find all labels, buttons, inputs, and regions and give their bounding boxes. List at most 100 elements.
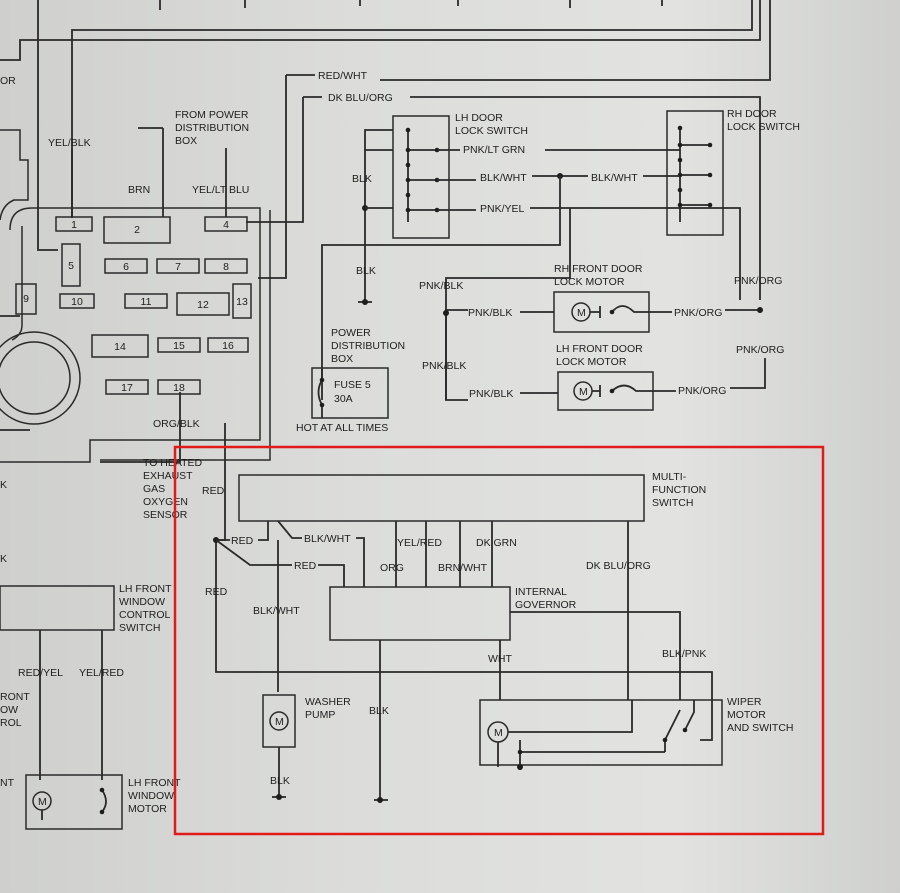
label-pdb-1: POWER [331, 327, 371, 339]
label-heated-2: EXHAUST [143, 470, 193, 482]
fuse-panel: 1 2 4 5 6 7 8 9 10 11 12 13 14 15 16 17 … [0, 127, 271, 463]
fuse-13 [232, 283, 252, 319]
svg-text:17: 17 [121, 382, 133, 394]
label-mfs-1: MULTI- [652, 471, 687, 483]
label-wiper-1: WIPER [727, 696, 762, 708]
label-red-d: RED [205, 586, 228, 598]
label-brn: BRN [128, 184, 150, 196]
label-wht: WHT [488, 653, 512, 665]
label-wiper-3: AND SWITCH [727, 722, 794, 734]
label-dk-grn: DK GRN [476, 537, 517, 549]
label-blk-pnk: BLK/PNK [662, 648, 706, 660]
svg-text:M: M [577, 307, 586, 319]
label-yel-lt-blu: YEL/LT BLU [192, 184, 249, 196]
label-org-blk: ORG/BLK [153, 418, 200, 430]
label-hot-at-all-times: HOT AT ALL TIMES [296, 422, 388, 434]
label-lh-motor-2: LOCK MOTOR [556, 356, 627, 368]
fuse-18 [157, 379, 201, 395]
label-lh-door-1: LH DOOR [455, 112, 503, 124]
svg-text:10: 10 [71, 296, 83, 308]
label-rh-motor-1: RH FRONT DOOR [554, 263, 643, 275]
label-gov-2: GOVERNOR [515, 599, 577, 611]
svg-text:M: M [579, 386, 588, 398]
label-from-pdb-2: DISTRIBUTION [175, 122, 249, 134]
label-red-a: RED [202, 485, 225, 497]
fuse-8 [204, 258, 248, 274]
rh-door-lock-switch [666, 110, 724, 236]
label-red-wht: RED/WHT [318, 70, 368, 82]
svg-text:7: 7 [175, 261, 181, 273]
label-yel-red-a: YEL/RED [397, 537, 442, 549]
lh-front-window-control: M [0, 585, 123, 830]
highlight-box [173, 445, 825, 836]
svg-text:M: M [275, 716, 284, 728]
fuse-17 [105, 379, 149, 395]
fuse-15 [157, 337, 201, 353]
label-yel-red-b: YEL/RED [79, 667, 124, 679]
wiper-circuit [213, 423, 713, 803]
fuse-10 [59, 293, 95, 309]
label-lhwm-2: WINDOW [128, 790, 174, 802]
fuse-5 [61, 243, 81, 287]
label-k-fragment-a: K [0, 479, 7, 491]
washer-pump: M [262, 694, 296, 800]
lh-door-lock-switch [392, 115, 450, 239]
label-heated-1: TO HEATED [143, 457, 203, 469]
label-mfs-3: SWITCH [652, 497, 693, 509]
svg-text:M: M [494, 727, 503, 739]
internal-governor [329, 586, 511, 641]
label-pnk-org-d: PNK/ORG [678, 385, 726, 397]
label-blk-c: BLK [369, 705, 389, 717]
fuse-7 [156, 258, 200, 274]
label-pnk-org-a: PNK/ORG [674, 307, 722, 319]
label-blk-wht-a: BLK/WHT [480, 172, 527, 184]
lh-front-door-lock-motor: M [443, 309, 766, 411]
label-dk-blu-org-top: DK BLU/ORG [328, 92, 393, 104]
label-lhwm-1: LH FRONT [128, 777, 181, 789]
label-lhwm-3: MOTOR [128, 803, 167, 815]
label-front-fragment-3: ROL [0, 717, 22, 729]
label-pnk-yel: PNK/YEL [480, 203, 525, 215]
svg-text:15: 15 [173, 340, 185, 352]
label-red-b: RED [231, 535, 254, 547]
label-lh-door-2: LOCK SWITCH [455, 125, 528, 137]
label-lhwin-1: LH FRONT [119, 583, 172, 595]
fuse-16 [207, 337, 249, 353]
label-fuse-30a: 30A [334, 393, 353, 405]
label-from-pdb-3: BOX [175, 135, 197, 147]
svg-text:1: 1 [71, 219, 77, 231]
svg-text:12: 12 [197, 299, 209, 311]
label-fuse-5: FUSE 5 [334, 379, 371, 391]
label-gov-1: INTERNAL [515, 586, 567, 598]
fuse-6 [104, 258, 148, 274]
label-heated-5: SENSOR [143, 509, 188, 521]
label-lhwin-3: CONTROL [119, 609, 170, 621]
label-yel-blk: YEL/BLK [48, 137, 91, 149]
label-front-fragment-2: OW [0, 704, 18, 716]
label-blk-wht-b: BLK/WHT [591, 172, 638, 184]
svg-text:11: 11 [141, 296, 152, 308]
label-rh-door-2: LOCK SWITCH [727, 121, 800, 133]
svg-text:13: 13 [236, 296, 248, 308]
label-pnk-lt-grn: PNK/LT GRN [463, 144, 525, 156]
label-lh-motor-1: LH FRONT DOOR [556, 343, 643, 355]
label-red-c: RED [294, 560, 317, 572]
label-nt-fragment: NT [0, 777, 15, 789]
multi-function-switch [238, 474, 645, 522]
svg-text:2: 2 [134, 224, 140, 236]
svg-text:9: 9 [23, 293, 29, 305]
label-heated-4: OXYGEN [143, 496, 188, 508]
label-brn-wht: BRN/WHT [438, 562, 488, 574]
label-red-yel: RED/YEL [18, 667, 63, 679]
label-blk-b: BLK [356, 265, 376, 277]
svg-text:18: 18 [173, 382, 185, 394]
label-blk-wht-c: BLK/WHT [304, 533, 351, 545]
top-harness-wires [0, 0, 771, 300]
label-pdb-3: BOX [331, 353, 353, 365]
svg-text:M: M [38, 796, 47, 808]
svg-text:6: 6 [123, 261, 129, 273]
label-washer-2: PUMP [305, 709, 335, 721]
svg-text:5: 5 [68, 260, 74, 272]
